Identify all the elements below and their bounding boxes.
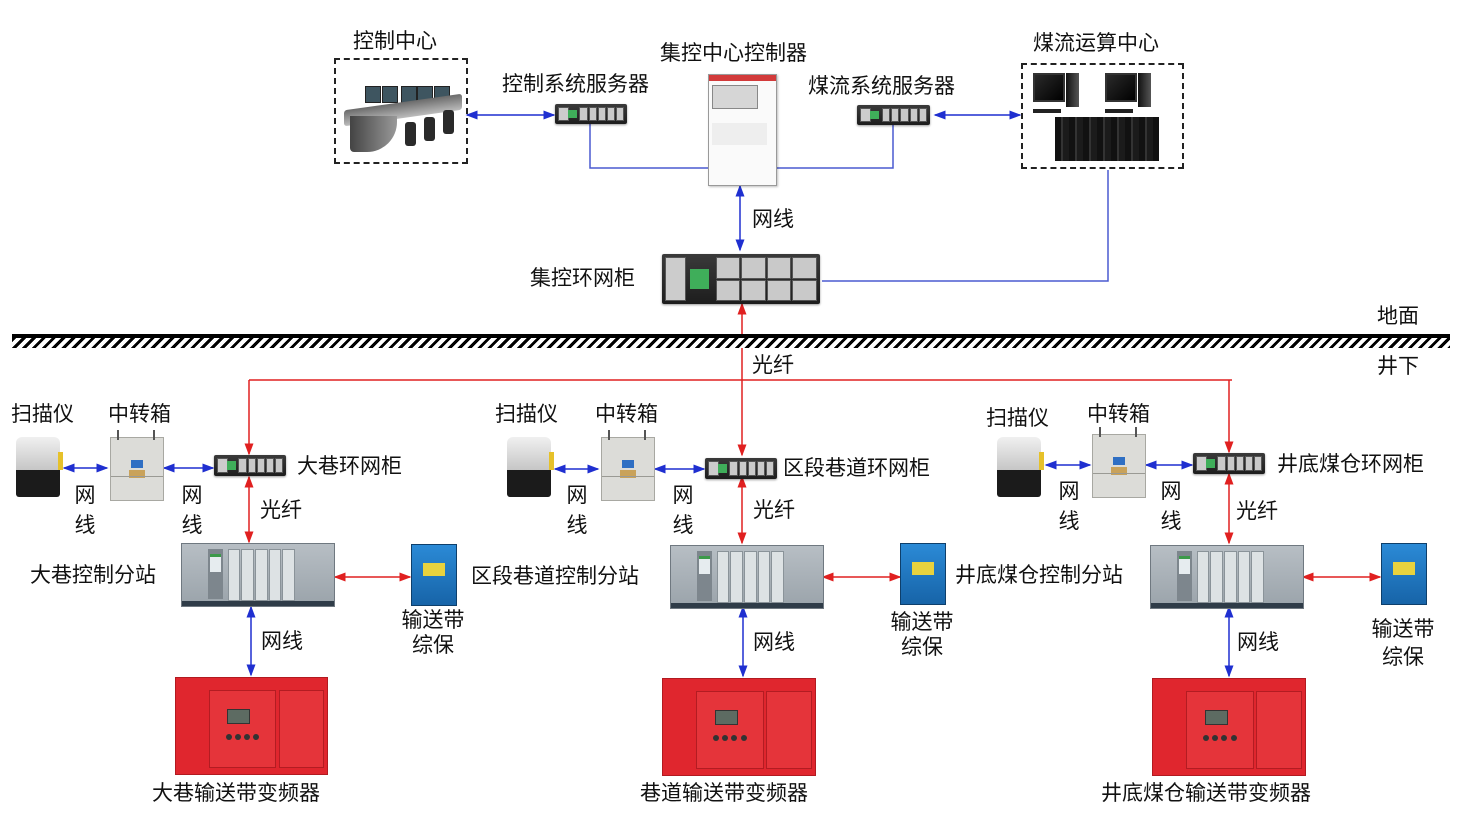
control-server-switch-icon — [555, 104, 627, 124]
central-controller-cabinet-icon — [708, 74, 777, 186]
converter-cable-label: 网线 — [753, 630, 795, 654]
scanner-label: 扫描仪 — [986, 406, 1049, 430]
conveyor-protector-label: 输送带综保 — [1371, 617, 1435, 669]
junction-box-label: 中转箱 — [108, 402, 171, 426]
coal-server-label: 煤流系统服务器 — [808, 74, 955, 98]
scanner-icon — [997, 437, 1044, 497]
frequency-converter-icon — [662, 678, 816, 776]
wire-server-controller — [589, 123, 708, 169]
computer-icon — [1105, 73, 1151, 113]
scanner-icon — [507, 437, 554, 497]
control-station-label: 区段巷道控制分站 — [471, 564, 639, 588]
cable-label-a: 网线 — [1058, 479, 1080, 533]
junction-box-label: 中转箱 — [595, 402, 658, 426]
ring-cabinet-label: 区段巷道环网柜 — [783, 456, 930, 480]
control-center-box — [334, 58, 468, 164]
coal-compute-center-box — [1021, 63, 1184, 169]
fiber-label: 光纤 — [260, 498, 302, 522]
central-ring-cabinet-label: 集控环网柜 — [530, 266, 635, 290]
trunk-fiber-label: 光纤 — [752, 353, 794, 377]
converter-label: 大巷输送带变频器 — [152, 781, 320, 805]
ring-cabinet-switch-icon — [705, 458, 777, 479]
fiber-label: 光纤 — [1236, 499, 1278, 523]
junction-box-icon — [1092, 427, 1146, 498]
converter-cable-label: 网线 — [261, 629, 303, 653]
conveyor-protector-label: 输送带综保 — [401, 608, 465, 657]
conveyor-protector-label: 输送带综保 — [890, 610, 954, 659]
wire-computecenter-ring — [822, 170, 1109, 282]
surface-cable-label: 网线 — [752, 207, 794, 231]
scanner-icon — [16, 437, 63, 497]
control-server-label: 控制系统服务器 — [502, 72, 649, 96]
ground-label: 地面 — [1377, 304, 1419, 328]
conveyor-protector-icon — [411, 544, 457, 606]
converter-label: 井底煤仓输送带变频器 — [1101, 781, 1311, 805]
central-ring-cabinet-switch-icon — [662, 254, 820, 304]
underground-label: 井下 — [1377, 354, 1419, 378]
coal-compute-center-label: 煤流运算中心 — [1033, 31, 1159, 55]
server-rack-icon — [1055, 117, 1159, 161]
junction-box-label: 中转箱 — [1087, 402, 1150, 426]
cable-label-b: 网线 — [672, 483, 694, 537]
ring-cabinet-label: 井底煤仓环网柜 — [1277, 452, 1424, 476]
conveyor-protector-icon — [900, 543, 946, 605]
ring-cabinet-label: 大巷环网柜 — [297, 454, 402, 478]
cable-label-a: 网线 — [566, 483, 588, 537]
frequency-converter-icon — [1152, 678, 1306, 776]
control-station-plc-icon — [181, 543, 335, 607]
scanner-label: 扫描仪 — [495, 402, 558, 426]
ring-cabinet-switch-icon — [1193, 453, 1265, 474]
control-station-plc-icon — [1150, 545, 1304, 609]
wire-controller-coalserver — [775, 123, 894, 169]
control-center-label: 控制中心 — [353, 29, 437, 53]
control-station-label: 大巷控制分站 — [30, 563, 156, 587]
converter-label: 巷道输送带变频器 — [640, 781, 808, 805]
central-controller-label: 集控中心控制器 — [660, 41, 807, 65]
cable-label-a: 网线 — [74, 483, 96, 537]
converter-cable-label: 网线 — [1237, 630, 1279, 654]
scanner-label: 扫描仪 — [11, 402, 74, 426]
conveyor-protector-icon — [1381, 543, 1427, 605]
control-desk-icon — [344, 80, 462, 160]
computer-icon — [1033, 73, 1079, 113]
cable-label-b: 网线 — [1160, 479, 1182, 533]
fiber-label: 光纤 — [753, 498, 795, 522]
cable-label-b: 网线 — [181, 483, 203, 537]
ground-surface-line — [12, 334, 1450, 348]
ring-cabinet-switch-icon — [214, 455, 286, 476]
coal-server-switch-icon — [857, 105, 930, 125]
control-station-label: 井底煤仓控制分站 — [955, 563, 1123, 587]
control-station-plc-icon — [670, 545, 824, 609]
junction-box-icon — [601, 430, 655, 501]
frequency-converter-icon — [175, 677, 328, 775]
junction-box-icon — [110, 430, 164, 501]
